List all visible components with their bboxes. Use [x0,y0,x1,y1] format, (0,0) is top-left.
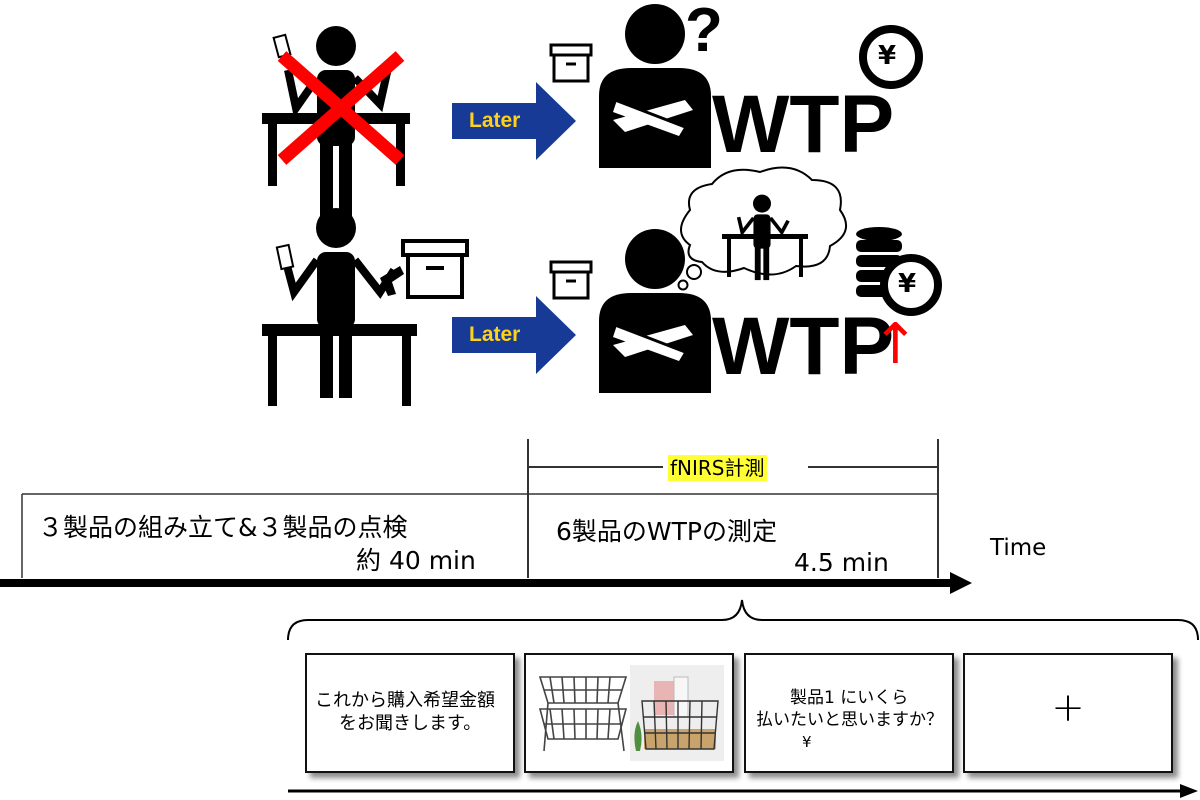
product-image-panel [524,653,734,773]
yen-input-label: ¥ [802,733,812,751]
thought-bubble [677,166,848,291]
fixation-cross: + [1051,685,1085,731]
later-arrow-1 [452,82,576,160]
worker-assembling-figure [275,208,404,398]
later-label-1: Later [469,109,521,132]
box-icon-1 [549,43,593,83]
time-axis-label: Time [990,535,1047,561]
question-line-2: 払いたいと思いますか？ [756,710,943,730]
yen-coin-icon-1 [859,25,923,89]
increase-arrow: ↑ [872,312,919,377]
instruction-line-2: をお聞きします。 [339,713,482,734]
wtp-question-panel: 製品1 にいくら 払いたいと思いますか？ ¥ [744,653,954,773]
timeline [0,439,972,594]
wtp-label-2: WTP [712,301,895,392]
question-mark: ? [685,0,723,65]
trial-time-arrow [288,784,1198,798]
wtp-label-1: WTP [712,79,895,170]
fixation-panel: + [963,653,1173,773]
yen-symbol-1: ¥ [878,41,897,71]
trial-brace [287,599,1199,641]
phase1-duration: 約 40 min [356,546,476,575]
later-arrow-2 [452,296,576,374]
phase2-duration: 4.5 min [794,548,889,577]
box-icon-2 [549,260,593,300]
fnirs-label: fNIRS計測 [668,455,767,481]
yen-symbol-2: ¥ [898,269,917,299]
phase1-label: ３製品の組み立て&３製品の点検 [38,513,408,542]
wire-basket-image [538,665,724,761]
cross-mark [277,51,405,165]
phase2-label: 6製品のWTPの測定 [556,517,777,546]
instruction-line-1: これから購入希望金額 [315,690,495,711]
coin-stack-icon [856,227,942,316]
later-label-2: Later [469,323,521,346]
instruction-panel: これから購入希望金額 をお聞きします。 [305,653,515,773]
question-line-1: 製品1 にいくら [790,688,909,708]
product-box-icon [401,239,469,299]
desk-2 [262,324,417,406]
